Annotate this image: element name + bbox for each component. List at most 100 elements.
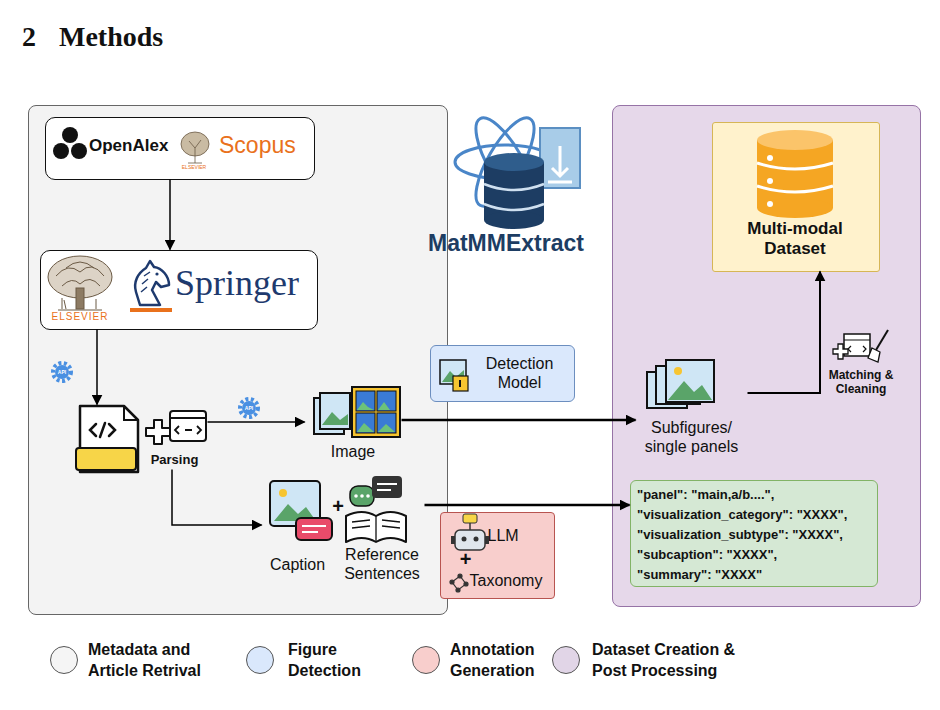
xml-file-icon [124,406,138,420]
legend-text: Metadata and Article Retrival [88,640,213,682]
api-gear [242,401,256,415]
node-text: OpenAlex [89,136,179,156]
xml-file-icon [80,406,138,472]
taxonomy-icon [450,580,454,584]
node-text: Detection Model [470,354,570,392]
database-icon [757,140,833,208]
parsing-icon [146,420,170,444]
taxonomy-icon [450,574,468,592]
parsing-icon [146,411,206,444]
node-text: "visualization_category": "XXXX", [637,507,877,523]
cleaning-icon [833,344,848,359]
database-icon [757,130,833,218]
subfigures-icon [674,367,682,375]
subfigures-icon [666,360,714,402]
annotation-box: "panel": "main,a/b....", "visualization_c… [630,480,878,587]
image-item: Image [305,384,402,462]
flow-arrow [208,421,305,423]
llm-robot-icon [463,514,477,523]
node-text: Springer [175,262,315,305]
detection-icon [459,380,461,387]
springer-horse-logo [155,272,158,275]
legend-swatch [552,646,580,674]
llm-robot-icon [451,514,489,550]
parsing-icon [175,426,201,434]
subfigures-icon [656,366,700,404]
openalex-logo [71,143,87,159]
parsing-step: Parsing [143,408,208,470]
database-icon [757,130,833,150]
legend-text: Figure Detection [288,640,373,682]
database-icon [767,201,773,207]
caption-icon [270,481,332,540]
node-text: Multi-modal Dataset [735,219,855,260]
process-box: LLM+Taxonomy [440,512,555,599]
elsevier-tree [56,262,104,286]
llm-robot-icon [474,537,479,542]
matmmextract-logo [484,153,544,171]
database-icon [757,198,833,218]
matmmextract-logo [455,145,555,179]
reference-icon [354,494,358,498]
stage-panel: OpenAlexELSEVIERScopusELSEVIERSpringerXM… [28,105,448,615]
image-icon [356,391,375,411]
image-icon [357,402,395,432]
openalex-logo [53,143,69,159]
reference-icon [360,494,364,498]
node-text: Scopus [219,132,311,160]
cleaning-icon [844,340,870,352]
image-icon [377,391,396,411]
image-icon [322,412,348,425]
legend-swatch [50,646,78,674]
node-text: ELSEVIER [41,311,119,323]
node-text: Reference Sentences [336,545,429,583]
logo-text: MatMMExtract [428,230,618,258]
reference-icon [352,516,400,542]
cleaning-icon [833,330,888,362]
caption-icon [270,481,320,526]
elsevier-tree [62,298,96,309]
springer-horse-logo [141,272,150,292]
matmmextract-logo [484,211,544,229]
node-text: Caption [262,555,334,574]
elsevier-tree-small [188,140,202,163]
caption-icon [302,526,326,532]
node-text: Image [305,442,402,461]
taxonomy-icon [452,576,466,590]
dataset-box: Multi-modal Dataset [712,122,880,272]
subfigures-icon [647,372,687,408]
taxonomy-icon [456,588,460,592]
image-icon [314,398,344,434]
node-text: "visualization_subtype": "XXXX", [637,527,877,543]
springer-horse-logo [130,308,172,312]
matmmextract-logo [455,110,580,229]
matmmextract-logo [484,162,544,220]
parsing-icon [170,411,206,441]
caption-icon [274,504,316,521]
openalex-logo [53,127,87,159]
api-gear [53,363,71,381]
caption-item: Caption [262,478,334,578]
caption-icon [279,489,287,497]
llm-robot-icon [469,523,471,530]
api-gear [55,365,69,379]
matmmextract-logo [465,110,544,214]
stage-panel: Multi-modal DatasetSubfigures/ single pa… [612,105,921,607]
subfigure-item: Subfigures/ single panels [636,360,748,460]
database-icon [767,155,773,161]
llm-robot-icon [485,536,489,544]
database-icon [767,178,773,184]
node-text: "panel": "main,a/b....", [637,487,877,503]
api-gear [240,399,258,417]
xml-file-icon [76,406,138,472]
node-text: "summary": "XXXX" [637,567,877,583]
detection-icon [453,376,468,391]
database-icon [757,163,833,192]
cleaning-icon [868,348,880,362]
xml-file: XML [75,405,140,473]
elsevier-tree [48,256,112,310]
flow-arrow [402,419,636,422]
image-icon [356,413,375,433]
